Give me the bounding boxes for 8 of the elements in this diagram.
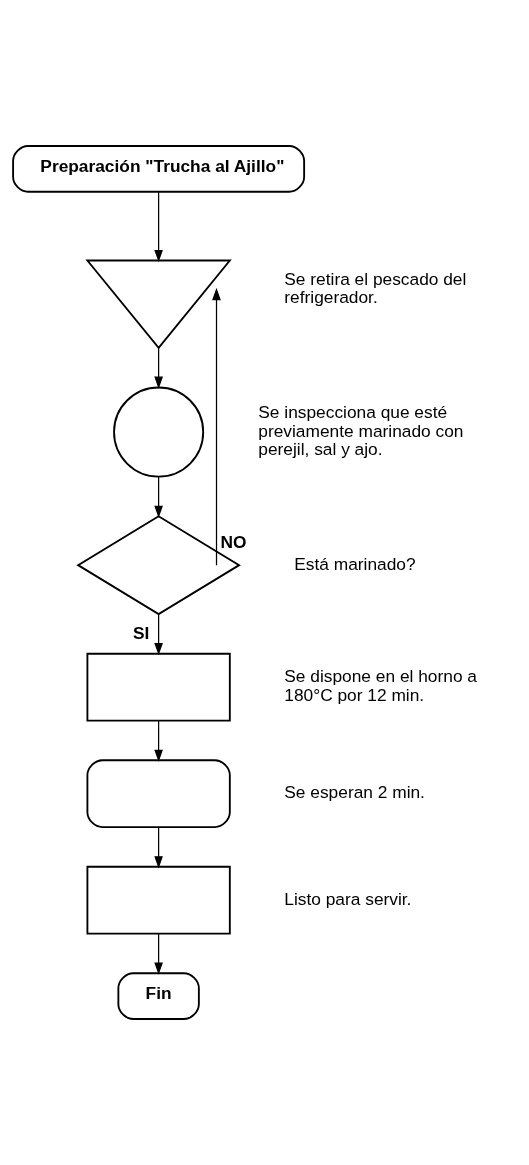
edge-label: SI: [133, 622, 150, 643]
node-label: Se dispone en el horno a 180°C por 12 min.: [284, 666, 477, 706]
edge-label: NO: [220, 531, 247, 552]
node-label: Está marinado?: [294, 553, 416, 574]
node-label: Se inspecciona que esté previamente marinado con perejil, sal y ajo.: [258, 402, 464, 460]
node-label: Se retira el pescado del refrigerador.: [284, 268, 467, 308]
node-label: Se esperan 2 min.: [284, 782, 425, 803]
node-label: Listo para servir.: [284, 888, 412, 909]
